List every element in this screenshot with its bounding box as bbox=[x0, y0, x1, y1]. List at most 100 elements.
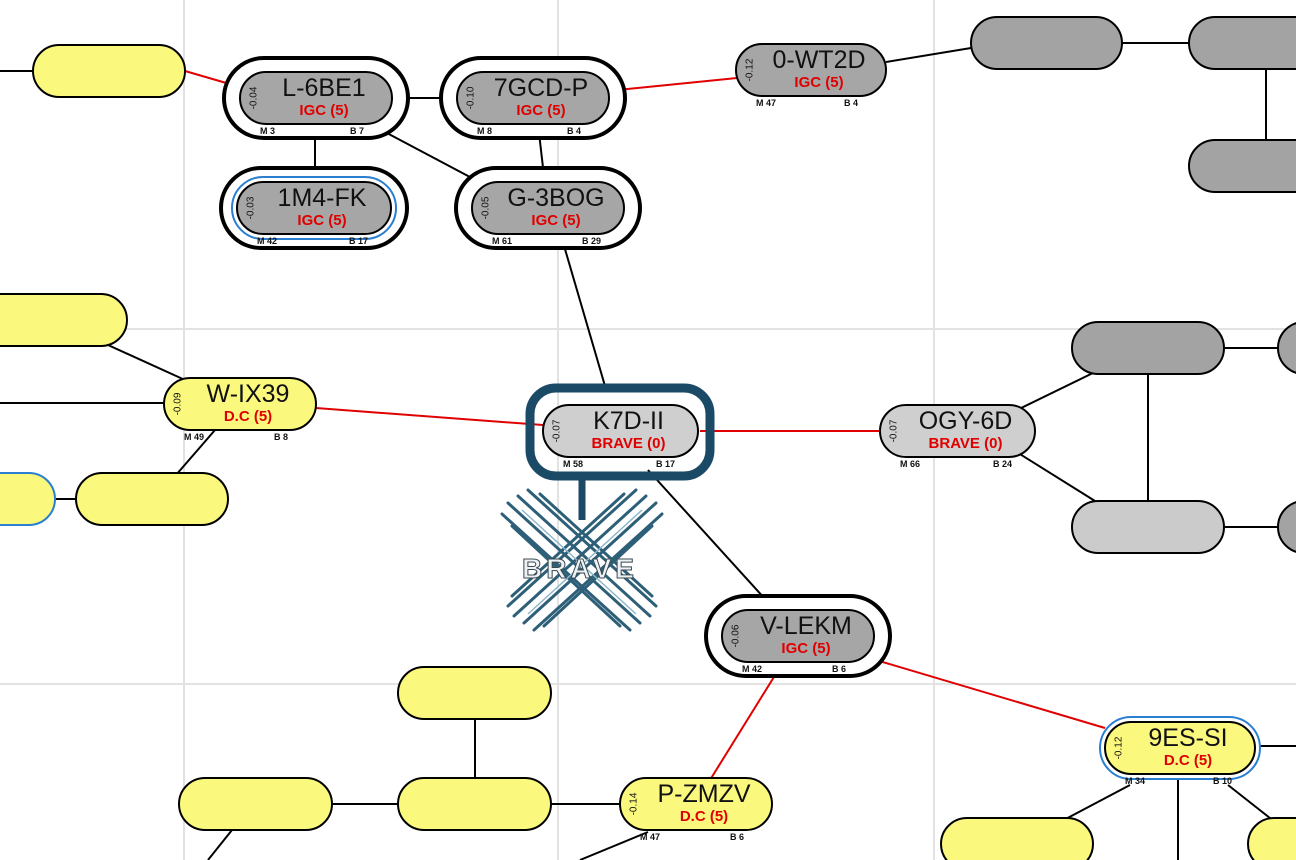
system-node[interactable] bbox=[0, 293, 128, 347]
bounty-count: B 29 bbox=[582, 236, 601, 246]
system-node[interactable] bbox=[1071, 321, 1225, 375]
system-name: 9ES-SI bbox=[1148, 724, 1227, 752]
unlabeled-systems bbox=[0, 16, 1296, 860]
system-node[interactable] bbox=[397, 777, 552, 831]
system-node[interactable] bbox=[1188, 139, 1296, 193]
member-count: M 34 bbox=[1125, 776, 1145, 786]
alliance-label: IGC (5) bbox=[516, 102, 565, 119]
system-node[interactable] bbox=[397, 666, 552, 720]
member-count: M 49 bbox=[184, 432, 204, 442]
logo-wordmark: BRAVE bbox=[522, 553, 638, 584]
bounty-count: B 17 bbox=[656, 459, 675, 469]
alliance-label: D.C (5) bbox=[680, 808, 728, 825]
alliance-label: IGC (5) bbox=[531, 212, 580, 229]
system-node[interactable] bbox=[1247, 817, 1296, 860]
alliance-label: D.C (5) bbox=[224, 408, 272, 425]
alliance-label: D.C (5) bbox=[1164, 752, 1212, 769]
bounty-count: B 4 bbox=[567, 126, 581, 136]
alliance-label: BRAVE (0) bbox=[929, 435, 1003, 452]
system-node[interactable] bbox=[970, 16, 1123, 70]
system-node[interactable] bbox=[75, 472, 229, 526]
member-count: M 42 bbox=[742, 664, 762, 674]
system-node[interactable] bbox=[0, 472, 56, 526]
system-name: V-LEKM bbox=[760, 612, 852, 640]
alliance-label: IGC (5) bbox=[781, 640, 830, 657]
system-name: G-3BOG bbox=[507, 184, 604, 212]
jump-connections bbox=[0, 42, 1296, 860]
member-count: M 3 bbox=[260, 126, 275, 136]
bounty-count: B 24 bbox=[993, 459, 1012, 469]
system-node[interactable] bbox=[178, 777, 333, 831]
system-name: L-6BE1 bbox=[282, 74, 365, 102]
system-9essi[interactable]: -0.12 9ES-SID.C (5) M 34 B 10 bbox=[1099, 716, 1261, 786]
security-status: -0.14 bbox=[629, 792, 640, 815]
security-status: -0.12 bbox=[1114, 736, 1125, 759]
brave-alliance-logo: BRAVE bbox=[500, 478, 664, 632]
alliance-label: IGC (5) bbox=[794, 74, 843, 91]
alliance-label: IGC (5) bbox=[299, 102, 348, 119]
security-status: -0.10 bbox=[466, 86, 477, 109]
security-status: -0.12 bbox=[745, 58, 756, 81]
system-node[interactable] bbox=[1277, 501, 1296, 553]
security-status: -0.09 bbox=[173, 392, 184, 415]
bounty-count: B 6 bbox=[832, 664, 846, 674]
system-name: K7D-II bbox=[593, 407, 664, 435]
system-node[interactable] bbox=[721, 609, 875, 663]
member-count: M 61 bbox=[492, 236, 512, 246]
system-node[interactable] bbox=[1188, 16, 1296, 70]
alliance-label: IGC (5) bbox=[297, 212, 346, 229]
system-node[interactable] bbox=[1277, 322, 1296, 374]
member-count: M 47 bbox=[640, 832, 660, 842]
system-node[interactable] bbox=[735, 43, 887, 97]
bounty-count: B 7 bbox=[350, 126, 364, 136]
security-status: -0.05 bbox=[481, 196, 492, 219]
system-name: 1M4-FK bbox=[278, 184, 367, 212]
bounty-count: B 8 bbox=[274, 432, 288, 442]
member-count: M 42 bbox=[257, 236, 277, 246]
system-name: 7GCD-P bbox=[494, 74, 588, 102]
system-name: OGY-6D bbox=[919, 407, 1013, 435]
system-node[interactable] bbox=[471, 181, 625, 235]
alliance-label: BRAVE (0) bbox=[592, 435, 666, 452]
bounty-count: B 17 bbox=[349, 236, 368, 246]
member-count: M 8 bbox=[477, 126, 492, 136]
system-node[interactable] bbox=[456, 71, 610, 125]
system-name: P-ZMZV bbox=[657, 780, 750, 808]
member-count: M 66 bbox=[900, 459, 920, 469]
security-status: -0.04 bbox=[249, 86, 260, 109]
member-count: M 47 bbox=[756, 98, 776, 108]
system-node[interactable] bbox=[940, 817, 1094, 860]
system-name: 0-WT2D bbox=[772, 46, 865, 74]
system-node[interactable] bbox=[879, 404, 1036, 458]
system-node[interactable] bbox=[239, 71, 393, 125]
system-node[interactable] bbox=[32, 44, 186, 98]
system-node[interactable] bbox=[163, 377, 317, 431]
system-node[interactable] bbox=[619, 777, 773, 831]
member-count: M 58 bbox=[563, 459, 583, 469]
system-node[interactable] bbox=[1071, 500, 1225, 554]
system-node[interactable] bbox=[1104, 721, 1256, 775]
security-status: -0.06 bbox=[731, 624, 742, 647]
security-status: -0.03 bbox=[246, 196, 257, 219]
current-system-highlight bbox=[525, 383, 715, 481]
bounty-count: B 4 bbox=[844, 98, 858, 108]
system-name: W-IX39 bbox=[207, 380, 290, 408]
bounty-count: B 6 bbox=[730, 832, 744, 842]
bounty-count: B 10 bbox=[1213, 776, 1232, 786]
system-node[interactable] bbox=[236, 181, 392, 235]
system-node[interactable] bbox=[542, 404, 699, 458]
security-status: -0.07 bbox=[889, 419, 900, 442]
security-status: -0.07 bbox=[552, 419, 563, 442]
